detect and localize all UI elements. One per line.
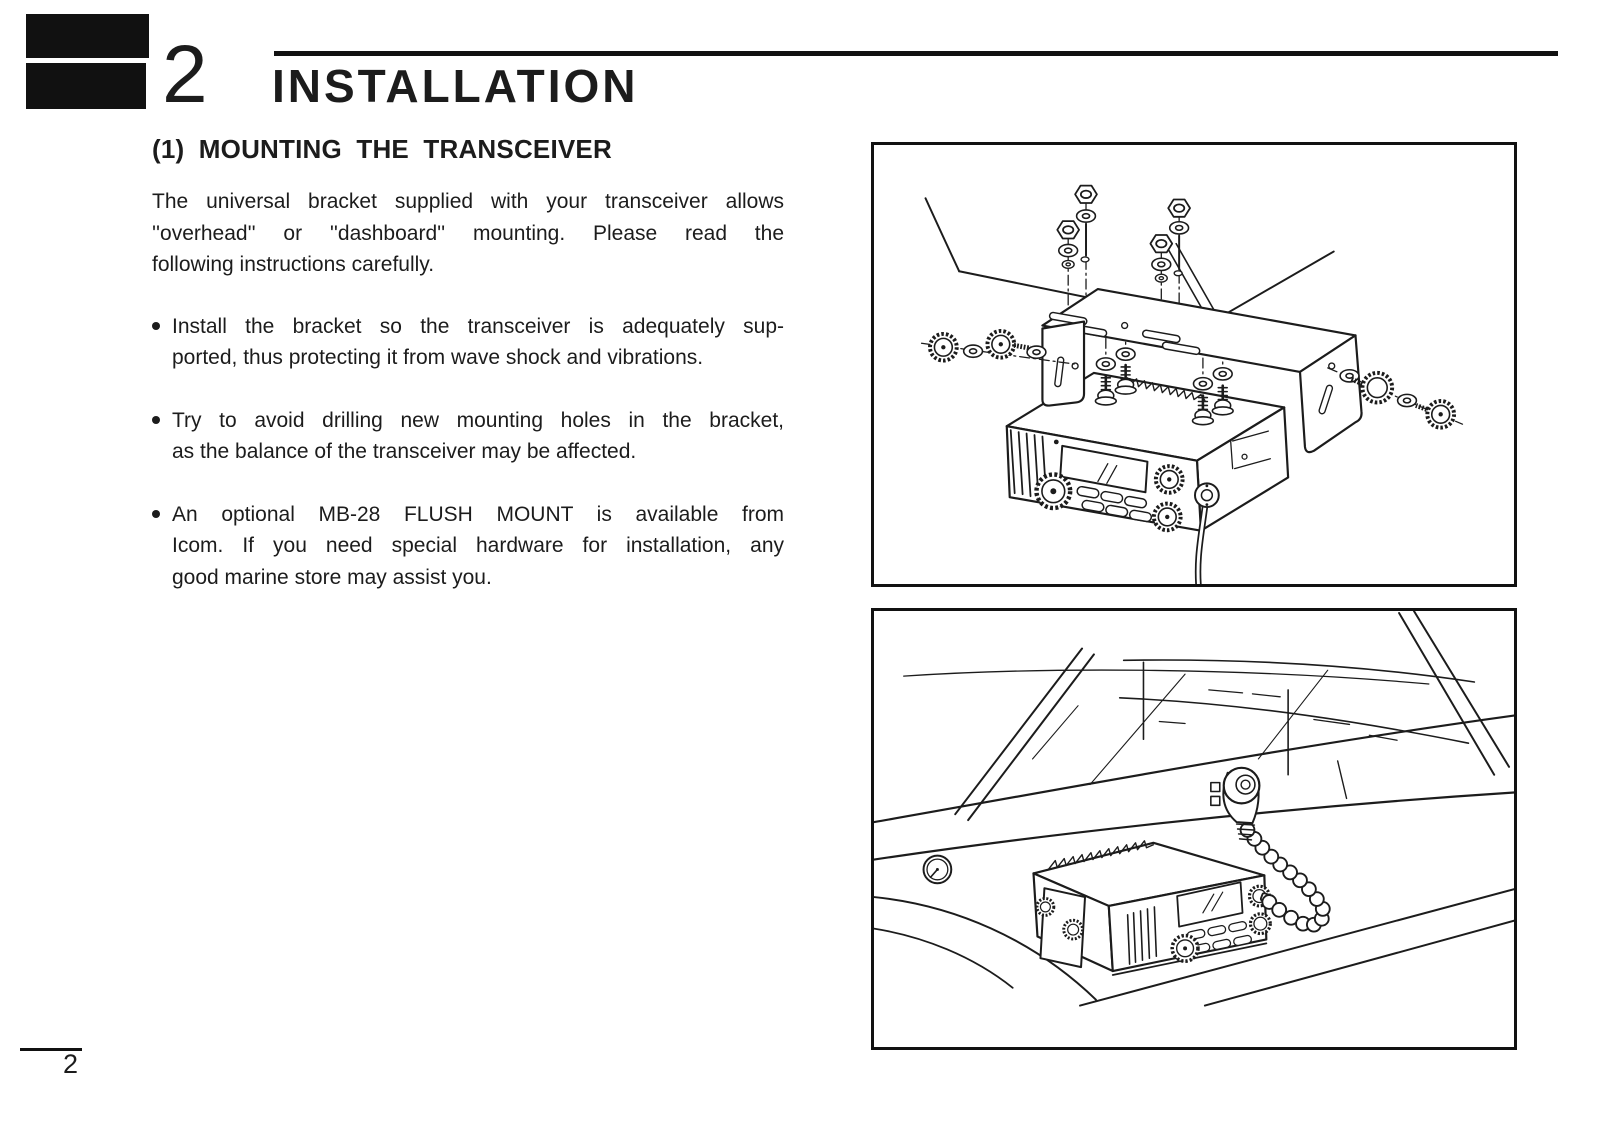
figure-exploded-mounting bbox=[871, 142, 1517, 587]
bullet-item-avoid-drilling: Try to avoid drilling new mounting holes… bbox=[152, 405, 784, 468]
mounted-transceiver bbox=[1032, 840, 1272, 976]
chapter-tab-bar-bottom bbox=[26, 63, 146, 109]
mounting-nuts-washers bbox=[1056, 184, 1191, 283]
windshield-scene bbox=[903, 611, 1511, 822]
volume-knob-icon bbox=[1170, 933, 1200, 963]
volume-knob-icon bbox=[1034, 472, 1073, 511]
mic-connector bbox=[1194, 482, 1220, 584]
dash-gauge bbox=[922, 854, 953, 885]
dashboard bbox=[874, 714, 1514, 1007]
bullet-dot bbox=[152, 415, 160, 424]
display-window bbox=[1059, 444, 1149, 494]
windshield-pillars bbox=[954, 611, 1511, 822]
microphone bbox=[1210, 766, 1261, 841]
display-window bbox=[1176, 881, 1244, 928]
dashboard-mounting-illustration bbox=[874, 611, 1514, 1007]
exploded-mounting-diagram bbox=[920, 184, 1464, 584]
power-led-icon bbox=[1053, 439, 1059, 445]
heatsink-fins bbox=[1047, 840, 1155, 871]
chapter-tab-bar-top bbox=[26, 14, 149, 58]
figure-dashboard-mounting bbox=[871, 608, 1517, 1050]
intro-paragraph: The universal bracket supplied with your… bbox=[152, 190, 784, 276]
bullet-text: An optional MB-28 FLUSH MOUNT is availab… bbox=[172, 502, 784, 589]
left-side-hardware bbox=[920, 328, 1075, 365]
front-buttons bbox=[1076, 485, 1153, 523]
bullet-text: Try to avoid drilling new mounting holes… bbox=[172, 408, 784, 464]
header-rule bbox=[274, 51, 1558, 56]
front-vent-slats bbox=[1126, 906, 1158, 965]
bullet-item-flush-mount: An optional MB-28 FLUSH MOUNT is availab… bbox=[152, 499, 784, 594]
bullet-dot bbox=[152, 509, 160, 518]
page-title: INSTALLATION bbox=[272, 60, 639, 112]
chapter-number: 2 bbox=[162, 29, 208, 120]
bullet-dot bbox=[152, 321, 160, 330]
channel-knob-icon bbox=[1153, 464, 1185, 495]
section-content: (1) MOUNTING THE TRANSCEIVER The univers… bbox=[152, 134, 784, 624]
bullet-item-install-bracket: Install the bracket so the transceiver i… bbox=[152, 311, 784, 374]
coiled-mic-cord bbox=[1239, 822, 1331, 933]
rear-panel-detail bbox=[1230, 430, 1271, 470]
bullet-text: Install the bracket so the transceiver i… bbox=[172, 314, 784, 370]
transceiver-exploded bbox=[1005, 371, 1290, 584]
page-number: 2 bbox=[63, 1049, 79, 1079]
squelch-knob-icon bbox=[1151, 501, 1183, 533]
heatsink-fins bbox=[1120, 377, 1206, 402]
section-heading: (1) MOUNTING THE TRANSCEIVER bbox=[152, 134, 612, 164]
footer-rule bbox=[20, 1048, 82, 1051]
mounting-bracket bbox=[1041, 287, 1363, 454]
squelch-knob-icon bbox=[1248, 912, 1272, 936]
bracket-side-plate bbox=[1035, 887, 1087, 969]
